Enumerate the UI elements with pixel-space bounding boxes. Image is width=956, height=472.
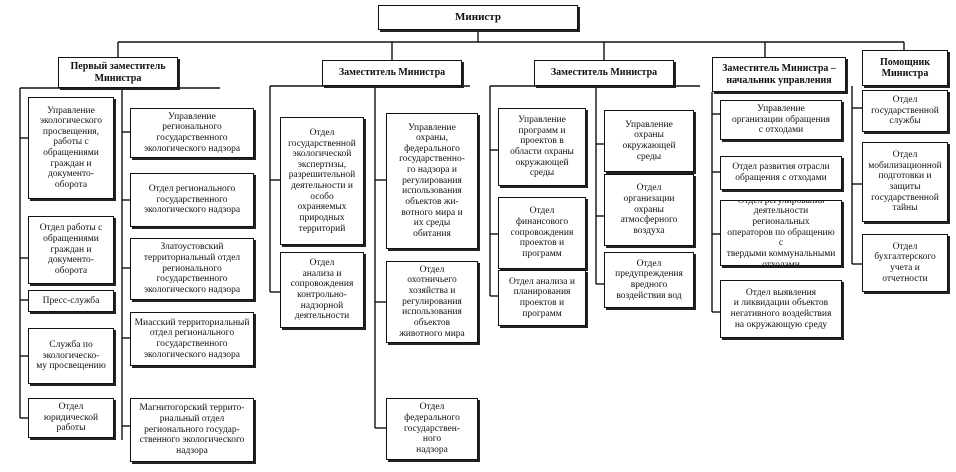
unit-legal-box: Отдел юридической работы [28,398,114,438]
deputy-minister-head-of-department-box: Заместитель Министра – начальник управле… [712,57,846,92]
first-deputy-minister-box: Первый заместитель Министра [58,57,178,88]
unit-planning-analysis-box: Отдел анализа и планирования проектов и … [498,270,586,326]
unit-zlatoust-territorial-box: Златоустовский территориальный отдел рег… [130,238,254,300]
unit-press-service-box: Пресс-служба [28,290,114,312]
unit-financial-support-box: Отдел финансового сопровождения проектов… [498,197,586,269]
unit-eco-education-service-box: Служба по экологическо- му просвещению [28,328,114,384]
unit-regional-operators-regulation-box: Отдел регулирования деятельности региона… [720,200,842,266]
unit-mobilization-training-box: Отдел мобилизационной подготовки и защит… [862,142,948,222]
deputy-minister-2-box: Заместитель Министра [322,60,462,86]
unit-hunting-economy-box: Отдел охотничьего хозяйства и регулирова… [386,261,478,343]
unit-civil-service-box: Отдел государственной службы [862,90,948,132]
minister-box: Министр [378,5,578,30]
unit-miass-territorial-box: Миасский территориальный отдел региональ… [130,312,254,366]
dept-waste-management-box: Управление организации обращения с отход… [720,100,842,140]
dept-regional-eco-supervision-box: Управление регионального государственног… [130,108,254,158]
dept-wildlife-protection-box: Управление охраны, федерального государс… [386,113,478,249]
minister-assistant-box: Помощник Министра [862,50,948,86]
unit-regional-eco-supervision-box: Отдел регионального государственного эко… [130,173,254,227]
deputy-minister-3-box: Заместитель Министра [534,60,674,86]
unit-magnitogorsk-territorial-box: Магнитогорский террито- риальный отдел р… [130,398,254,462]
unit-waste-industry-development-box: Отдел развития отрасли обращения с отход… [720,156,842,190]
unit-water-impact-prevention-box: Отдел предупреждения вредного воздействи… [604,252,694,308]
dept-environmental-protection-box: Управление охраны окружающей среды [604,110,694,172]
unit-air-protection-box: Отдел организации охраны атмосферного во… [604,174,694,246]
unit-control-analysis-box: Отдел анализа и сопровождения контрольно… [280,252,364,328]
dept-environmental-programs-box: Управление программ и проектов в области… [498,108,586,186]
unit-negative-impact-objects-box: Отдел выявления и ликвидации объектов не… [720,280,842,338]
unit-federal-supervision-box: Отдел федерального государствен- ного на… [386,398,478,460]
unit-accounting-box: Отдел бухгалтерского учета и отчетности [862,234,948,292]
dept-eco-education-box: Управление экологического просвещения, р… [28,97,114,199]
unit-citizen-appeals-box: Отдел работы с обращениями граждан и док… [28,216,114,284]
unit-state-eco-expertise-box: Отдел государственной экологической эксп… [280,117,364,245]
